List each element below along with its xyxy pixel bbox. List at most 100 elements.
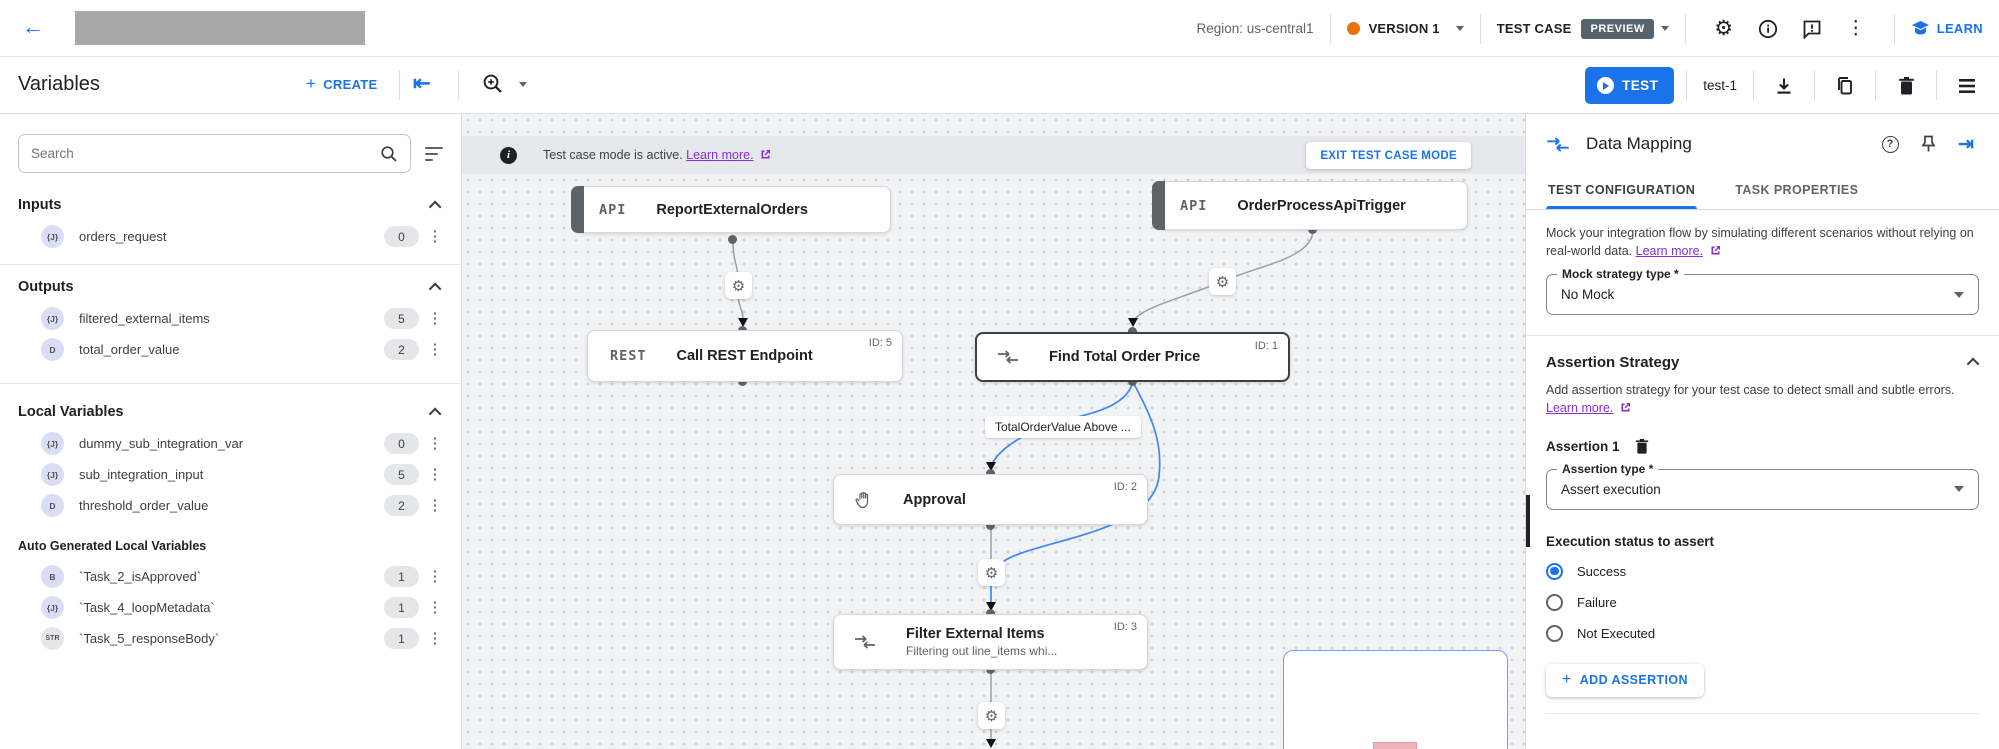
variable-row-orders-request[interactable]: {J} orders_request 0 ⋮: [0, 221, 461, 252]
create-variable-button[interactable]: + CREATE: [306, 74, 378, 94]
row-menu-icon[interactable]: ⋮: [427, 466, 443, 483]
connector-dot[interactable]: [728, 235, 737, 244]
json-type-icon: {J}: [41, 596, 64, 619]
connector-dot[interactable]: [986, 609, 995, 618]
learn-icon: [1911, 21, 1929, 35]
mock-learn-more-link[interactable]: Learn more.: [1635, 244, 1704, 259]
collapse-panel-icon[interactable]: ⇥: [1958, 133, 1974, 155]
inputs-section-header[interactable]: Inputs: [0, 183, 461, 221]
radio-unselected-icon[interactable]: [1546, 624, 1563, 642]
add-assertion-button[interactable]: + ADD ASSERTION: [1546, 663, 1704, 697]
download-icon: [1777, 78, 1791, 94]
panel-scrollbar[interactable]: [1526, 495, 1530, 547]
row-menu-icon[interactable]: ⋮: [427, 630, 443, 647]
variable-name: threshold_order_value: [79, 498, 209, 513]
learn-button[interactable]: LEARN: [1911, 20, 1983, 37]
divider: [1893, 13, 1895, 44]
copy-button[interactable]: [1827, 68, 1863, 104]
radio-selected-icon[interactable]: [1546, 562, 1563, 580]
pin-button[interactable]: [1913, 129, 1943, 159]
data-mapping-panel: Data Mapping ? ⇥ TEST CONFIGURATION TASK…: [1525, 114, 1999, 749]
connector-dot[interactable]: [1128, 327, 1137, 336]
node-approval[interactable]: Approval ID: 2: [833, 474, 1148, 525]
exit-test-case-mode-button[interactable]: EXIT TEST CASE MODE: [1306, 142, 1471, 169]
test-case-dropdown[interactable]: TEST CASE PREVIEW: [1497, 18, 1669, 39]
assertion-type-select[interactable]: Assertion type * Assert execution: [1546, 461, 1979, 510]
delete-button[interactable]: [1888, 68, 1924, 104]
json-type-icon: {J}: [41, 307, 64, 330]
plus-icon: +: [1562, 671, 1572, 688]
node-filter-external-items[interactable]: Filter External Items Filtering out line…: [833, 614, 1148, 670]
variable-row-threshold-order-value[interactable]: D threshold_order_value 2 ⋮: [0, 490, 461, 521]
partial-node-box[interactable]: [1283, 650, 1508, 749]
outputs-section-header[interactable]: Outputs: [0, 265, 461, 303]
variable-row-task5-responsebody[interactable]: STR `Task_5_responseBody` 1 ⋮: [0, 623, 461, 654]
row-menu-icon[interactable]: ⋮: [427, 341, 443, 358]
download-button[interactable]: [1766, 68, 1802, 104]
api-badge: API: [1180, 197, 1208, 214]
edge-condition-label[interactable]: TotalOrderValue Above ...: [985, 416, 1141, 438]
variable-row-dummy-sub-integration-var[interactable]: {J} dummy_sub_integration_var 0 ⋮: [0, 428, 461, 459]
collapse-sidebar-icon[interactable]: ⇤: [413, 72, 431, 95]
usage-count-badge: 0: [384, 226, 419, 247]
search-input[interactable]: [31, 146, 380, 161]
settings-button[interactable]: ⚙: [1707, 12, 1741, 46]
vertical-dots-icon: ⋮: [1846, 18, 1866, 39]
node-report-external-orders[interactable]: API ReportExternalOrders: [571, 186, 891, 233]
radio-failure[interactable]: Failure: [1546, 593, 1979, 611]
variable-name: `Task_4_loopMetadata`: [79, 600, 215, 615]
row-menu-icon[interactable]: ⋮: [427, 568, 443, 585]
radio-not-executed[interactable]: Not Executed: [1546, 624, 1979, 642]
help-button[interactable]: ?: [1875, 129, 1905, 159]
node-find-total-order-price[interactable]: Find Total Order Price ID: 1: [975, 332, 1290, 382]
hand-icon: [854, 490, 873, 510]
panel-body: Mock your integration flow by simulating…: [1526, 210, 1999, 316]
variable-row-task2-isapproved[interactable]: B `Task_2_isApproved` 1 ⋮: [0, 561, 461, 592]
node-call-rest-endpoint[interactable]: REST Call REST Endpoint ID: 5: [587, 330, 903, 382]
row-menu-icon[interactable]: ⋮: [427, 228, 443, 245]
variable-row-filtered-external-items[interactable]: {J} filtered_external_items 5 ⋮: [0, 303, 461, 334]
sort-filter-icon[interactable]: [421, 143, 447, 165]
info-button[interactable]: [1751, 12, 1785, 46]
flow-canvas[interactable]: ⚙ ⚙ ⚙ ⚙ API ReportExternalOrders API Ord…: [462, 114, 1525, 749]
local-variables-section-header[interactable]: Local Variables: [0, 384, 461, 428]
variable-row-sub-integration-input[interactable]: {J} sub_integration_input 5 ⋮: [0, 459, 461, 490]
edge-config-gear-icon[interactable]: ⚙: [978, 702, 1005, 729]
plus-icon: +: [306, 74, 317, 93]
topbar-right-group: Region: us-central1 VERSION 1 TEST CASE …: [1196, 0, 1983, 57]
feedback-button[interactable]: [1795, 12, 1829, 46]
node-order-process-api-trigger[interactable]: API OrderProcessApiTrigger: [1152, 181, 1468, 230]
radio-unselected-icon[interactable]: [1546, 593, 1563, 611]
more-options-button[interactable]: ⋮: [1839, 12, 1873, 46]
variable-row-task4-loopmetadata[interactable]: {J} `Task_4_loopMetadata` 1 ⋮: [0, 592, 461, 623]
mock-strategy-select[interactable]: Mock strategy type * No Mock: [1546, 267, 1979, 316]
variable-name: total_order_value: [79, 342, 180, 357]
banner-learn-more-link[interactable]: Learn more.: [686, 148, 754, 162]
tab-task-properties[interactable]: TASK PROPERTIES: [1735, 183, 1859, 197]
search-box[interactable]: [18, 134, 411, 173]
connector-dot[interactable]: [986, 521, 995, 530]
edge-config-gear-icon[interactable]: ⚙: [978, 559, 1005, 586]
back-arrow-icon[interactable]: ←: [22, 14, 44, 39]
radio-success[interactable]: Success: [1546, 562, 1979, 580]
feedback-icon: [1803, 20, 1821, 39]
chevron-down-icon: [1455, 26, 1464, 31]
test-button[interactable]: TEST: [1585, 67, 1675, 104]
row-menu-icon[interactable]: ⋮: [427, 599, 443, 616]
edge-config-gear-icon[interactable]: ⚙: [725, 272, 752, 299]
zoom-dropdown[interactable]: [482, 73, 527, 95]
variable-row-total-order-value[interactable]: D total_order_value 2 ⋮: [0, 334, 461, 365]
tab-test-configuration[interactable]: TEST CONFIGURATION: [1546, 173, 1698, 209]
row-menu-icon[interactable]: ⋮: [427, 310, 443, 327]
row-menu-icon[interactable]: ⋮: [427, 497, 443, 514]
edge-config-gear-icon[interactable]: ⚙: [1209, 268, 1236, 295]
connector-dot[interactable]: [986, 469, 995, 478]
version-dropdown[interactable]: VERSION 1: [1346, 21, 1464, 36]
row-menu-icon[interactable]: ⋮: [427, 435, 443, 452]
node-id: ID: 3: [1113, 621, 1137, 633]
assertion-strategy-header[interactable]: Assertion Strategy: [1526, 336, 1999, 371]
assertion-learn-more-link[interactable]: Learn more.: [1546, 401, 1614, 416]
delete-assertion-icon[interactable]: [1634, 438, 1650, 455]
log-menu-button[interactable]: [1949, 68, 1985, 104]
